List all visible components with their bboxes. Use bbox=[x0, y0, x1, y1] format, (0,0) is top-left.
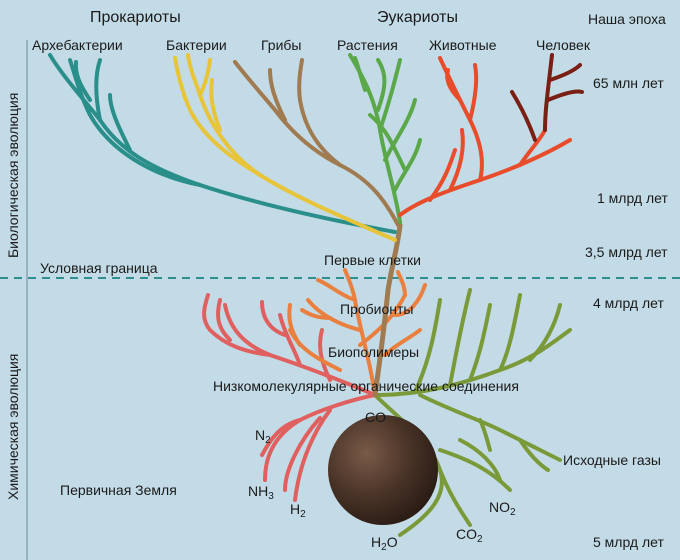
label-probionts: Пробионты bbox=[340, 301, 414, 317]
gas-nh3: NH3 bbox=[248, 483, 274, 502]
branch-plants bbox=[348, 53, 422, 224]
gas-co2: CO2 bbox=[456, 526, 483, 545]
trunk bbox=[372, 222, 403, 398]
label-organic-compounds: Низкомолекулярные органические соединени… bbox=[213, 378, 519, 394]
time-3-5-billion: 3,5 млрд лет bbox=[585, 244, 668, 260]
gas-h2: H2 bbox=[290, 501, 306, 520]
chemical-branches-red bbox=[202, 293, 377, 502]
label-fungi: Грибы bbox=[261, 37, 302, 53]
time-1-billion: 1 млрд лет bbox=[597, 190, 668, 206]
branch-archaebacteria bbox=[48, 53, 397, 234]
header-eukaryotes: Эукариоты bbox=[377, 9, 458, 26]
primitive-earth-sphere bbox=[328, 415, 438, 525]
side-label-chemical: Химическая эволюция bbox=[5, 353, 21, 500]
label-bacteria: Бактерии bbox=[166, 37, 227, 53]
time-4-billion: 4 млрд лет bbox=[593, 295, 664, 311]
branch-animals bbox=[398, 56, 572, 217]
gas-co: CO bbox=[365, 409, 386, 425]
label-initial-gases: Исходные газы bbox=[563, 452, 661, 468]
label-boundary: Условная граница bbox=[40, 260, 158, 276]
label-human: Человек bbox=[536, 37, 590, 53]
label-biopolymers: Биополимеры bbox=[328, 344, 420, 360]
label-archaebacteria: Архебактерии bbox=[32, 37, 123, 53]
branch-human bbox=[510, 53, 584, 142]
side-label-biological: Биологическая эволюция bbox=[5, 92, 21, 258]
time-5-billion: 5 млрд лет bbox=[593, 534, 664, 550]
gas-h2o: H2O bbox=[371, 534, 398, 553]
branch-bacteria bbox=[173, 53, 397, 242]
chemical-branches-orange bbox=[287, 268, 427, 397]
gas-n2: N2 bbox=[255, 427, 271, 446]
chemical-branches-green bbox=[373, 288, 572, 537]
header-prokaryotes: Прокариоты bbox=[90, 9, 181, 26]
label-plants: Растения bbox=[337, 37, 398, 53]
time-65-million: 65 млн лет bbox=[593, 75, 664, 91]
label-animals: Животные bbox=[429, 37, 497, 53]
branch-fungi bbox=[233, 58, 400, 227]
header-our-era: Наша эпоха bbox=[588, 11, 666, 27]
label-first-cells: Первые клетки bbox=[324, 252, 421, 268]
label-primitive-earth: Первичная Земля bbox=[60, 482, 177, 498]
gas-no2: NO2 bbox=[489, 499, 516, 518]
